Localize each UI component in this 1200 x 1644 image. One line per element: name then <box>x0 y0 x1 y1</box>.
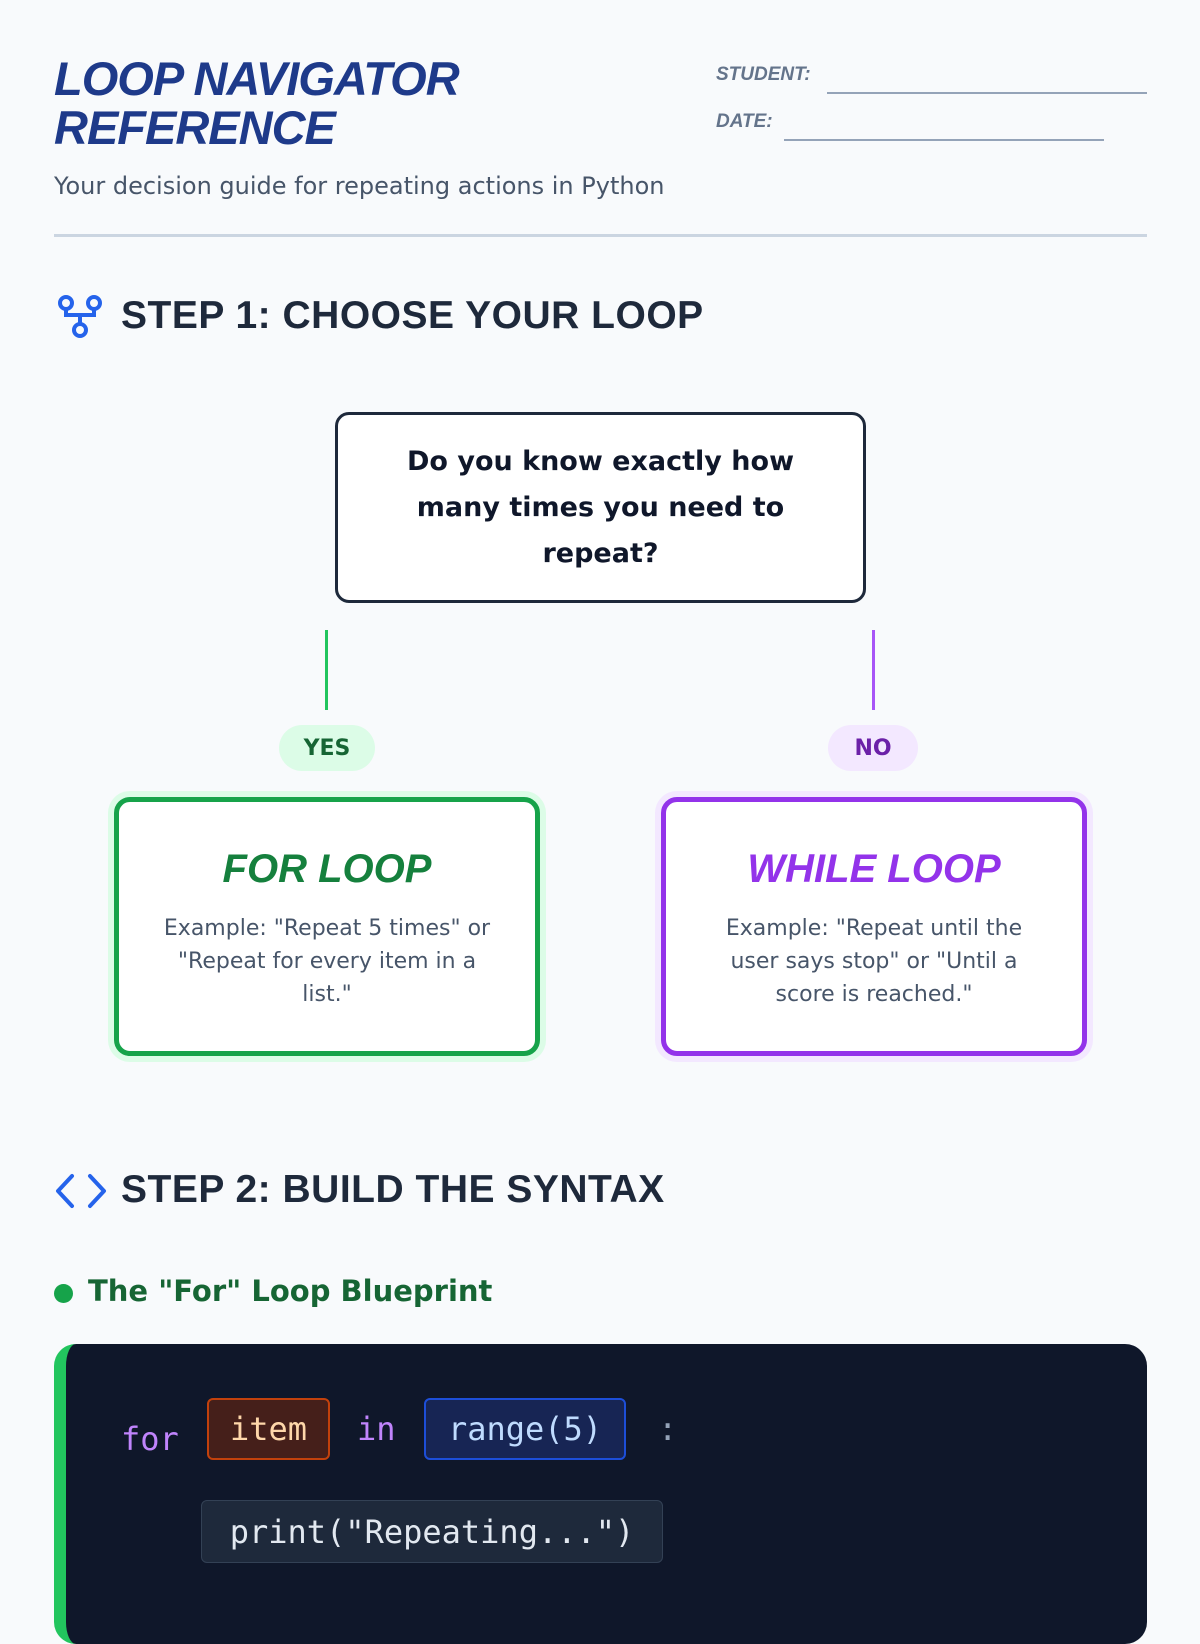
while-loop-example: Example: "Repeat until the user says sto… <box>725 916 1023 1007</box>
while-loop-card: WHILE LOOP Example: "Repeat until the us… <box>661 797 1087 1056</box>
loop-body-slot[interactable]: print("Repeating...") <box>201 1500 663 1563</box>
for-loop-title: FOR LOOP <box>222 847 432 891</box>
title-line-2: REFERENCE <box>54 101 336 154</box>
no-connector <box>872 630 875 710</box>
date-field[interactable] <box>784 139 1104 141</box>
fork-icon <box>58 295 102 338</box>
step1-heading: STEP 1: CHOOSE YOUR LOOP <box>121 294 704 337</box>
for-loop-card: FOR LOOP Example: "Repeat 5 times" or "R… <box>114 797 540 1056</box>
code-icon <box>56 1174 106 1208</box>
date-label: DATE: <box>716 111 773 132</box>
for-blueprint-title: The "For" Loop Blueprint <box>88 1274 493 1308</box>
question-box: Do you know exactly how many times you n… <box>335 412 866 603</box>
variable-slot[interactable]: item <box>207 1398 330 1460</box>
divider <box>54 234 1147 237</box>
keyword-in: in <box>357 1410 396 1448</box>
subtitle: Your decision guide for repeating action… <box>54 172 665 200</box>
no-badge: NO <box>828 725 918 771</box>
yes-badge: YES <box>279 725 375 771</box>
iterable-slot[interactable]: range(5) <box>424 1398 626 1460</box>
step2-heading: STEP 2: BUILD THE SYNTAX <box>121 1168 665 1211</box>
for-loop-example: Example: "Repeat 5 times" or "Repeat for… <box>163 916 491 1007</box>
yes-connector <box>325 630 328 710</box>
student-field[interactable] <box>827 92 1147 94</box>
for-code-block: for item in range(5) : print("Repeating.… <box>54 1344 1147 1644</box>
question-text: Do you know exactly how many times you n… <box>406 445 795 569</box>
while-loop-title: WHILE LOOP <box>747 847 1001 891</box>
title-line-1: LOOP NAVIGATOR <box>54 52 460 105</box>
green-dot-icon <box>54 1284 73 1303</box>
student-label: STUDENT: <box>716 64 811 85</box>
colon: : <box>658 1410 678 1448</box>
keyword-for: for <box>121 1420 179 1458</box>
